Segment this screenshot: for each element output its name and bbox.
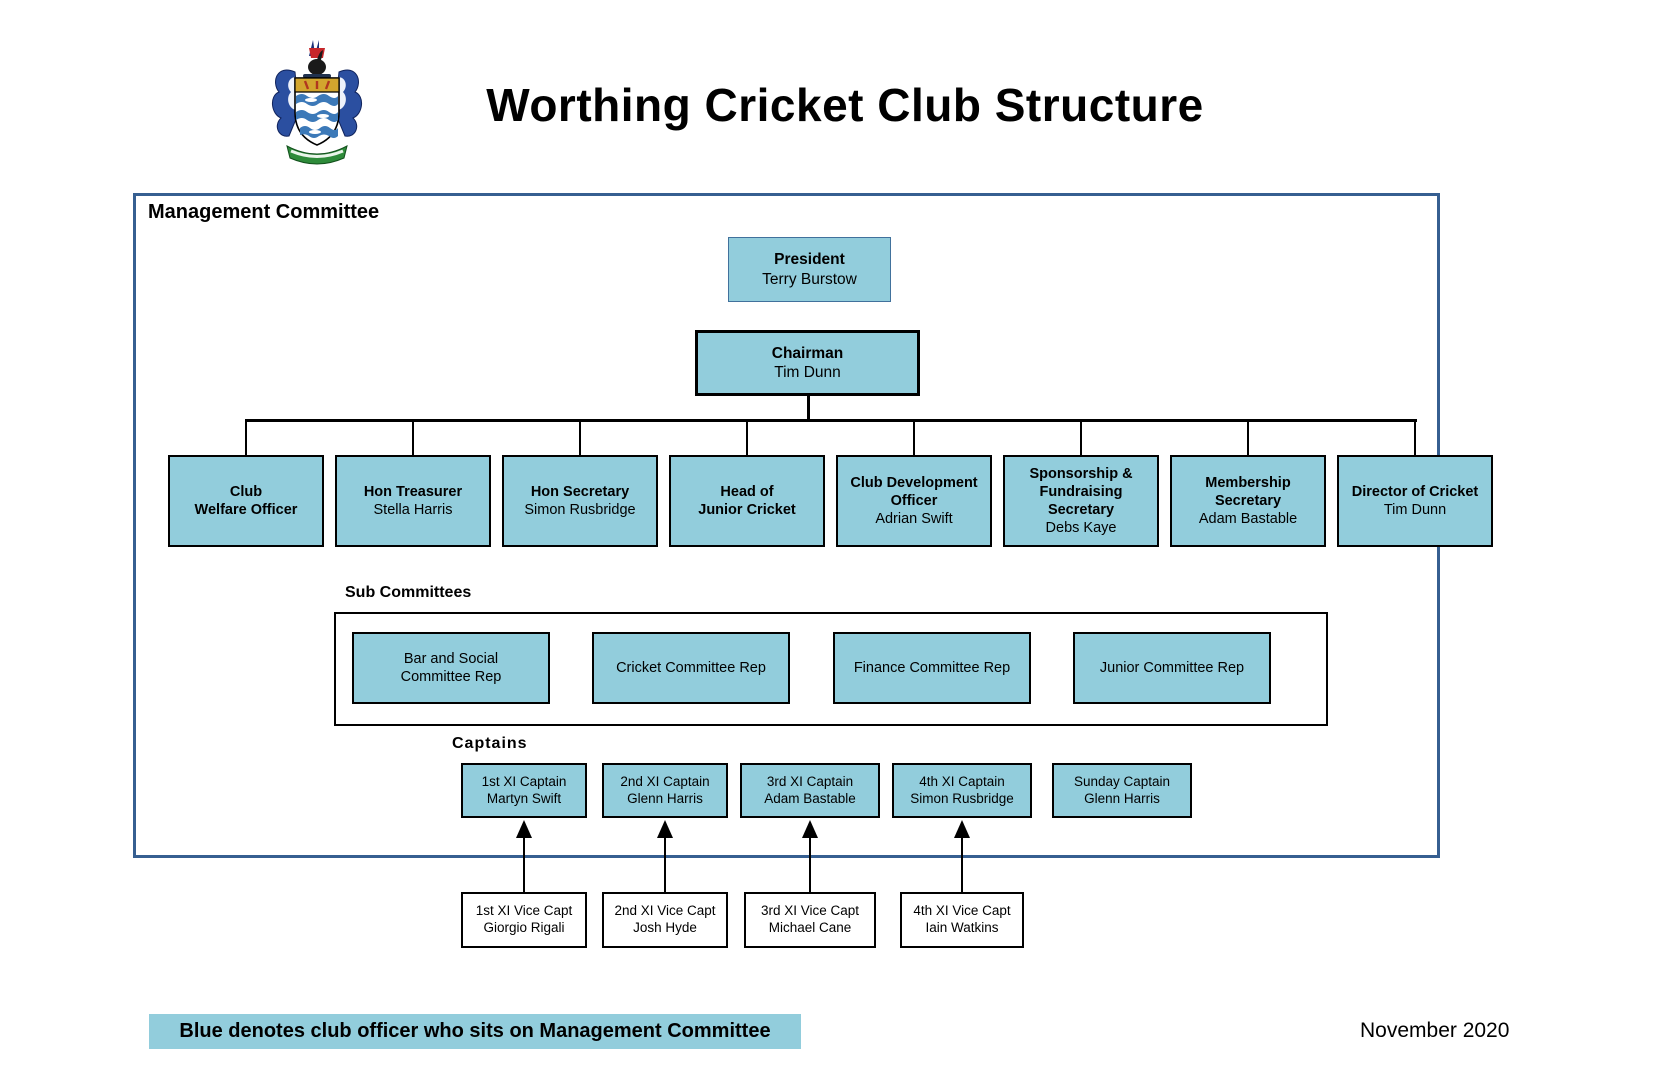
officer-title: Membership Secretary: [1205, 474, 1291, 509]
chairman-name: Tim Dunn: [774, 364, 841, 381]
officer-name: Adam Bastable: [1198, 511, 1298, 528]
officer-name: Stella Harris: [373, 502, 453, 518]
vice-captain-title: 3rd XI Vice Capt: [760, 903, 860, 919]
chairman-title: Chairman: [771, 344, 844, 362]
document-date: November 2020: [1360, 1019, 1510, 1042]
officer-title: Director of Cricket: [1351, 483, 1479, 500]
subcommittee-box-cricket: Cricket Committee Rep: [592, 632, 790, 704]
officer-box-club-welfare: Club Welfare Officer: [168, 455, 324, 547]
officer-title: Hon Treasurer: [363, 483, 463, 500]
captain-name: Simon Rusbridge: [910, 790, 1014, 806]
officer-box-head-junior-cricket: Head of Junior Cricket: [669, 455, 825, 547]
captain-title: 1st XI Captain: [481, 773, 567, 789]
arrow-up-icon: [657, 820, 673, 838]
vice-captain-box-1st-xi: 1st XI Vice Capt Giorgio Rigali: [461, 892, 587, 948]
captains-label: Captains: [452, 735, 528, 752]
captain-title: 2nd XI Captain: [620, 773, 710, 789]
officer-box-hon-treasurer: Hon Treasurer Stella Harris: [335, 455, 491, 547]
officer-box-club-development: Club Development Officer Adrian Swift: [836, 455, 992, 547]
officer-box-sponsorship-fundraising: Sponsorship & Fundraising Secretary Debs…: [1003, 455, 1159, 547]
vice-captain-name: Iain Watkins: [925, 920, 999, 935]
officer-name: Debs Kaye: [1045, 520, 1117, 537]
captain-box-sunday: Sunday Captain Glenn Harris: [1052, 763, 1192, 818]
vice-captain-name: Michael Cane: [768, 920, 852, 935]
subcommittee-name: Bar and Social Committee Rep: [400, 650, 502, 685]
vice-captain-box-2nd-xi: 2nd XI Vice Capt Josh Hyde: [602, 892, 728, 948]
vice-captain-title: 4th XI Vice Capt: [913, 903, 1011, 919]
arrow-line-3: [808, 838, 812, 892]
captain-box-3rd-xi: 3rd XI Captain Adam Bastable: [740, 763, 880, 818]
connector-stub-7: [1246, 420, 1249, 455]
connector-stub-4: [745, 420, 748, 455]
subcommittee-name: Finance Committee Rep: [853, 659, 1011, 676]
officer-title: Sponsorship & Fundraising Secretary: [1029, 465, 1133, 518]
vice-captain-box-4th-xi: 4th XI Vice Capt Iain Watkins: [900, 892, 1024, 948]
captain-name: Adam Bastable: [764, 790, 856, 806]
connector-stub-6: [1079, 420, 1082, 455]
captain-name: Glenn Harris: [1084, 790, 1160, 806]
sub-committees-label: Sub Committees: [345, 584, 472, 601]
officer-title: Head of Junior Cricket: [698, 483, 796, 518]
officer-box-director-of-cricket: Director of Cricket Tim Dunn: [1337, 455, 1493, 547]
captain-box-1st-xi: 1st XI Captain Martyn Swift: [461, 763, 587, 818]
arrow-line-2: [663, 838, 667, 892]
connector-bus: [244, 418, 1417, 422]
captain-box-4th-xi: 4th XI Captain Simon Rusbridge: [892, 763, 1032, 818]
chairman-box: Chairman Tim Dunn: [695, 330, 920, 396]
arrow-up-icon: [954, 820, 970, 838]
arrow-line-4: [960, 838, 964, 892]
connector-stub-1: [244, 420, 247, 455]
officer-title: Hon Secretary: [530, 483, 630, 500]
connector-stub-2: [411, 420, 414, 455]
management-committee-label: Management Committee: [148, 201, 380, 223]
vice-captain-title: 2nd XI Vice Capt: [614, 903, 716, 919]
officer-box-hon-secretary: Hon Secretary Simon Rusbridge: [502, 455, 658, 547]
connector-chairman-bus: [806, 396, 810, 420]
subcommittee-box-finance: Finance Committee Rep: [833, 632, 1031, 704]
captain-name: Glenn Harris: [627, 790, 703, 806]
captain-title: Sunday Captain: [1073, 773, 1171, 789]
arrow-up-icon: [802, 820, 818, 838]
captain-box-2nd-xi: 2nd XI Captain Glenn Harris: [602, 763, 728, 818]
subcommittee-name: Cricket Committee Rep: [616, 659, 766, 676]
legend-strip: Blue denotes club officer who sits on Ma…: [149, 1014, 801, 1049]
officer-name: Simon Rusbridge: [524, 502, 636, 518]
vice-captain-title: 1st XI Vice Capt: [475, 903, 573, 919]
arrow-line-1: [522, 838, 526, 892]
arrow-up-icon: [516, 820, 532, 838]
captain-title: 4th XI Captain: [919, 773, 1005, 789]
connector-stub-8: [1413, 420, 1416, 455]
club-crest-icon: [272, 40, 362, 165]
officer-box-membership-secretary: Membership Secretary Adam Bastable: [1170, 455, 1326, 547]
officer-name: Tim Dunn: [1383, 502, 1447, 518]
subcommittee-box-bar-social: Bar and Social Committee Rep: [352, 632, 550, 704]
captain-title: 3rd XI Captain: [766, 773, 854, 789]
president-name: Terry Burstow: [762, 270, 857, 288]
page-title: Worthing Cricket Club Structure: [486, 79, 1204, 131]
subcommittee-name: Junior Committee Rep: [1099, 659, 1245, 676]
officer-name: Adrian Swift: [875, 511, 953, 528]
legend-text: Blue denotes club officer who sits on Ma…: [179, 1020, 771, 1042]
captain-name: Martyn Swift: [486, 790, 562, 806]
president-title: President: [774, 251, 845, 269]
subcommittee-box-junior: Junior Committee Rep: [1073, 632, 1271, 704]
president-box: President Terry Burstow: [728, 237, 891, 302]
connector-stub-5: [912, 420, 915, 455]
officer-title: Club Welfare Officer: [194, 483, 298, 518]
vice-captain-box-3rd-xi: 3rd XI Vice Capt Michael Cane: [744, 892, 876, 948]
vice-captain-name: Josh Hyde: [633, 920, 697, 935]
vice-captain-name: Giorgio Rigali: [483, 920, 565, 935]
officer-title: Club Development Officer: [850, 474, 978, 509]
connector-stub-3: [578, 420, 581, 455]
